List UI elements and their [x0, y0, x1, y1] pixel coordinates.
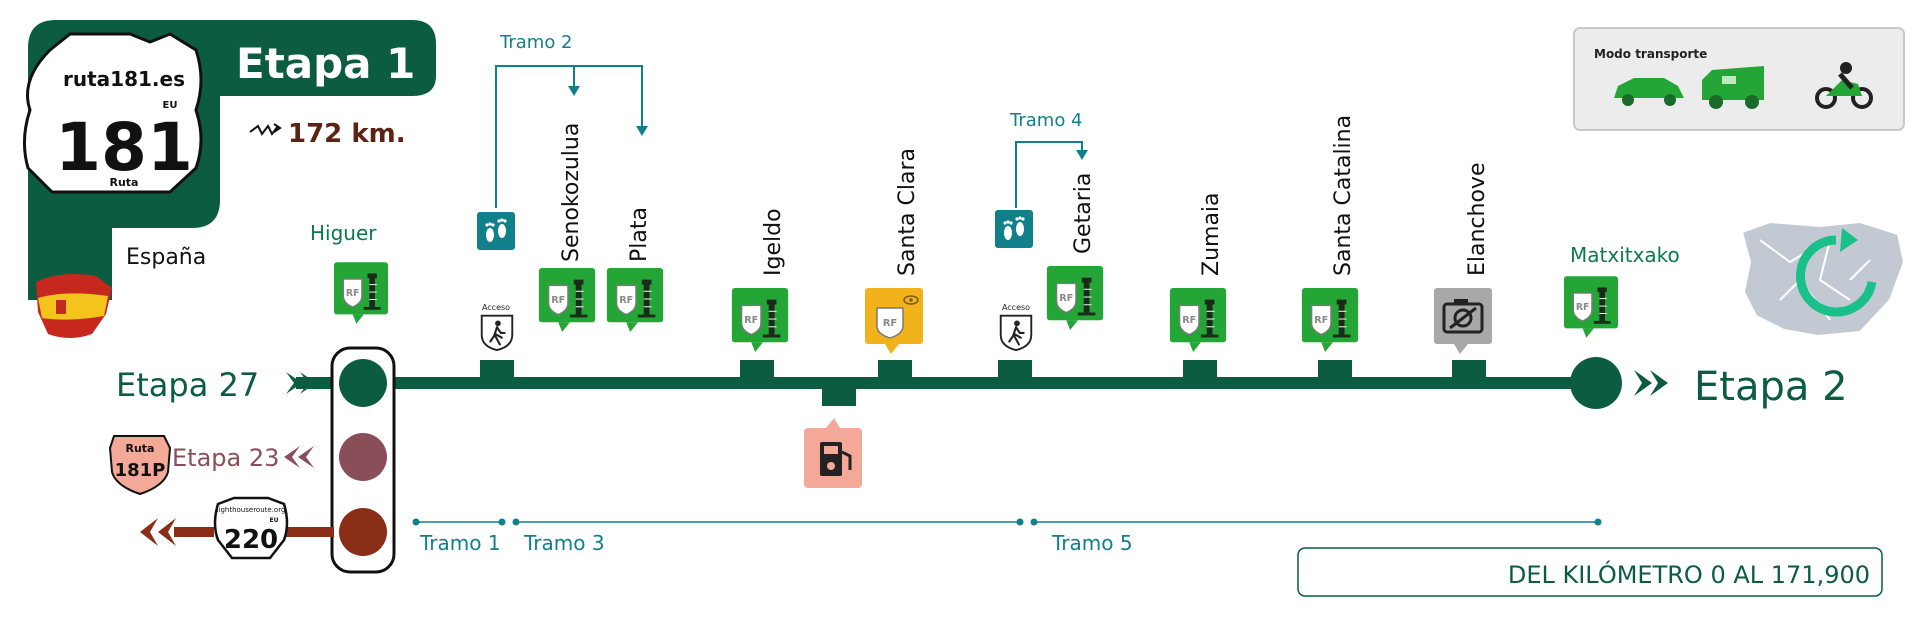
tramo-5-label: Tramo 5: [1051, 531, 1133, 555]
stage-title: Etapa 1: [236, 39, 415, 88]
tramo-2-bracket: [495, 65, 648, 208]
stage-distance: 172 km.: [288, 119, 406, 149]
trail-1-icon: [477, 212, 515, 250]
lighthouse-eu: EU: [270, 517, 279, 524]
viewpoint-icon[interactable]: RF: [865, 288, 923, 354]
next-stage-link[interactable]: Etapa 2: [1694, 364, 1848, 410]
distance-icon: [249, 123, 282, 136]
motorcycle-icon[interactable]: [1815, 62, 1873, 109]
access-2-label: Acceso: [1002, 303, 1030, 312]
lighthouse-route-shield-icon: [213, 496, 289, 560]
transport-title: Modo transporte: [1594, 47, 1707, 61]
access-2-icon[interactable]: [999, 314, 1033, 352]
stop-name: Plata: [627, 207, 652, 262]
tramo-4-label: Tramo 4: [1009, 110, 1083, 131]
alt-route-top: Ruta: [126, 442, 155, 455]
prev-stage-link[interactable]: Etapa 27: [116, 366, 259, 404]
tramo-3-label: Tramo 3: [523, 531, 605, 555]
tramo-segments: [412, 518, 1602, 526]
ruta181p-shield-icon: [108, 435, 172, 496]
alt-stage-link[interactable]: Etapa 23: [172, 444, 279, 472]
stop-name: Santa Catalina: [1331, 115, 1356, 276]
spain-flag-icon: [36, 274, 112, 338]
alt-stage-arrow-icon: [284, 446, 314, 468]
tramo-2-label: Tramo 2: [499, 32, 573, 53]
lighthouse-arrow-icon: [140, 518, 214, 546]
no-photo-camera-icon[interactable]: [1434, 288, 1492, 354]
km-range-box: [1297, 547, 1883, 597]
tramo-4-bracket: [1015, 141, 1088, 208]
lighthouse-icon[interactable]: [1301, 288, 1359, 352]
lighthouse-number: 220: [224, 525, 278, 555]
stop-name: Getaria: [1071, 173, 1096, 254]
shield-number: 181: [55, 109, 193, 186]
route-ticks: [480, 360, 1486, 406]
stage-header: ruta181.es EU 181 Ruta Etapa 1 172 km. E…: [23, 20, 436, 338]
km-range-label: DEL KILÓMETRO 0 AL 171,900: [1508, 559, 1870, 589]
end-station: [1570, 357, 1622, 409]
lighthouse-icon[interactable]: [731, 288, 789, 352]
lighthouse-icon[interactable]: [538, 268, 596, 332]
shield-sub: Ruta: [110, 176, 139, 189]
alt-route-number: 181P: [115, 460, 166, 481]
start-point-label: Higuer: [310, 221, 377, 245]
stop-name: Elanchove: [1465, 163, 1490, 277]
stop-name: Igeldo: [761, 208, 786, 276]
car-icon[interactable]: [1614, 78, 1684, 106]
spain-map-icon: [1740, 220, 1906, 338]
trail-2-icon: [995, 210, 1033, 248]
access-1-label: Acceso: [482, 303, 510, 312]
start-lighthouse-icon[interactable]: [334, 262, 388, 324]
stop-name: Senokozulua: [559, 123, 584, 262]
prev-stage-arrow-icon: [286, 372, 316, 394]
stop-name: Zumaia: [1199, 192, 1224, 276]
stage-connector-light: [330, 346, 396, 574]
end-lighthouse-icon[interactable]: [1564, 276, 1618, 338]
country-label: España: [126, 245, 206, 270]
tramo-1-label: Tramo 1: [419, 531, 501, 555]
camper-icon[interactable]: [1702, 66, 1764, 109]
stop-name: Santa Clara: [895, 148, 920, 276]
shield-site: ruta181.es: [63, 67, 185, 91]
fuel-station-icon: [804, 418, 862, 488]
end-point-label: Matxitxako: [1570, 243, 1680, 267]
ruta181-shield: [23, 32, 203, 194]
lighthouse-icon[interactable]: [606, 268, 664, 332]
lighthouse-icon[interactable]: [1169, 288, 1227, 352]
shield-eu: EU: [163, 100, 178, 111]
access-1-icon[interactable]: [480, 314, 514, 352]
next-stage-arrow-icon: [1634, 370, 1668, 396]
svg-text:RF: RF: [883, 318, 898, 329]
transport-mode-panel: Modo transporte: [1573, 27, 1905, 131]
lighthouse-icon[interactable]: [1046, 266, 1104, 330]
lighthouse-site: lighthouseroute.org: [217, 506, 286, 514]
